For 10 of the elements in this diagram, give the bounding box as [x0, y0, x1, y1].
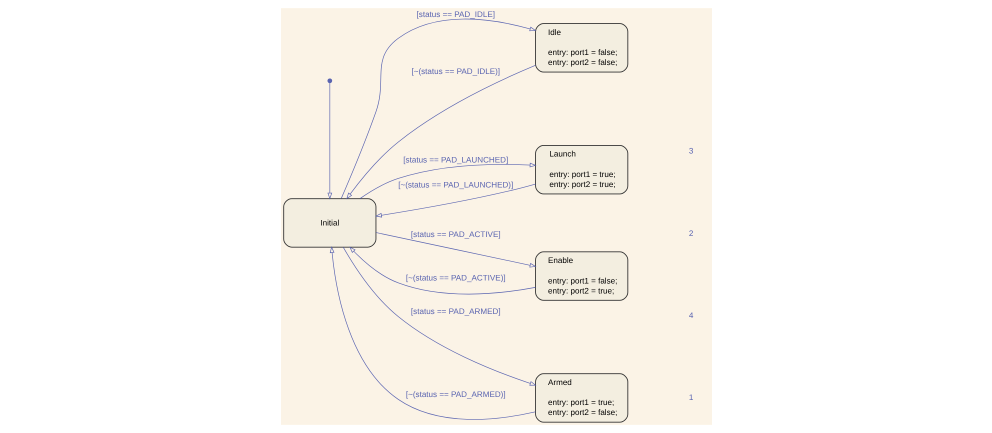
arrow — [374, 184, 536, 218]
arrow — [329, 246, 536, 420]
node-circle — [326, 78, 332, 84]
arrow — [340, 18, 536, 199]
arrow — [375, 232, 536, 268]
arrow — [359, 162, 536, 199]
arrow — [346, 64, 536, 200]
arrow — [326, 82, 332, 200]
arrow — [342, 246, 536, 386]
arrow — [348, 246, 536, 294]
